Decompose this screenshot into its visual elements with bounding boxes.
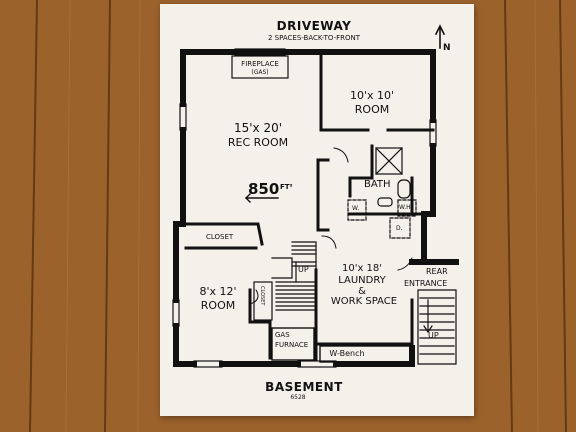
rear-stair-up-label: UP: [428, 331, 439, 340]
laundry-name-1: LAUNDRY: [338, 275, 386, 286]
area-arrow: [245, 193, 279, 203]
gas-furnace-label-2: FURNACE: [275, 341, 309, 349]
outer-walls: [173, 49, 459, 367]
interior-stair: [271, 241, 317, 311]
fireplace-note: (GAS): [251, 69, 269, 76]
stair-up-label: UP: [298, 265, 309, 274]
washer-label: W.: [352, 205, 360, 212]
furnace-box: [271, 327, 315, 361]
driveway-title: DRIVEWAY: [276, 19, 352, 33]
room-b-name: ROOM: [200, 299, 236, 312]
workbench: [319, 345, 411, 363]
rec-room-size: 15'x 20': [233, 121, 283, 135]
interior-walls: [184, 53, 435, 362]
rear-entrance-label-1: REAR: [426, 267, 448, 276]
fireplace-box: [231, 55, 289, 79]
area-unit: FT²: [280, 183, 293, 191]
gas-furnace-label-1: GAS: [275, 331, 290, 339]
room-a-size: 10'x 10': [349, 89, 395, 102]
basement-title: BASEMENT: [265, 380, 343, 394]
water-heater-label: W.H.: [399, 204, 413, 211]
laundry-size: 10'x 18': [341, 263, 383, 274]
rear-stair: [417, 289, 457, 365]
closet-label: CLOSET: [206, 233, 234, 241]
rear-entrance-label-2: ENTRANCE: [404, 279, 448, 288]
stair-closet: [253, 281, 273, 321]
bath-fixtures: [375, 147, 411, 207]
plan-code: 6528: [290, 394, 306, 401]
window-marks: [172, 48, 437, 368]
bath-label: BATH: [364, 179, 391, 190]
stair-closet-label: CLOSET: [259, 286, 265, 306]
room-a-name: ROOM: [354, 103, 390, 116]
appliance-outlines: [347, 199, 417, 239]
laundry-amp: &: [358, 286, 366, 297]
fireplace-label: FIREPLACE: [241, 60, 279, 68]
door-swings: [249, 147, 413, 305]
workbench-label: W-Bench: [329, 349, 365, 358]
driveway-subtitle: 2 SPACES-BACK-TO-FRONT: [267, 34, 361, 42]
laundry-name-2: WORK SPACE: [330, 296, 398, 307]
dryer-label: D.: [396, 225, 403, 232]
area-value: 850: [248, 180, 280, 198]
room-b-size: 8'x 12': [199, 285, 237, 298]
rec-room-name: REC ROOM: [227, 136, 289, 149]
north-label: N: [443, 43, 451, 53]
north-arrow-icon: [434, 24, 446, 49]
